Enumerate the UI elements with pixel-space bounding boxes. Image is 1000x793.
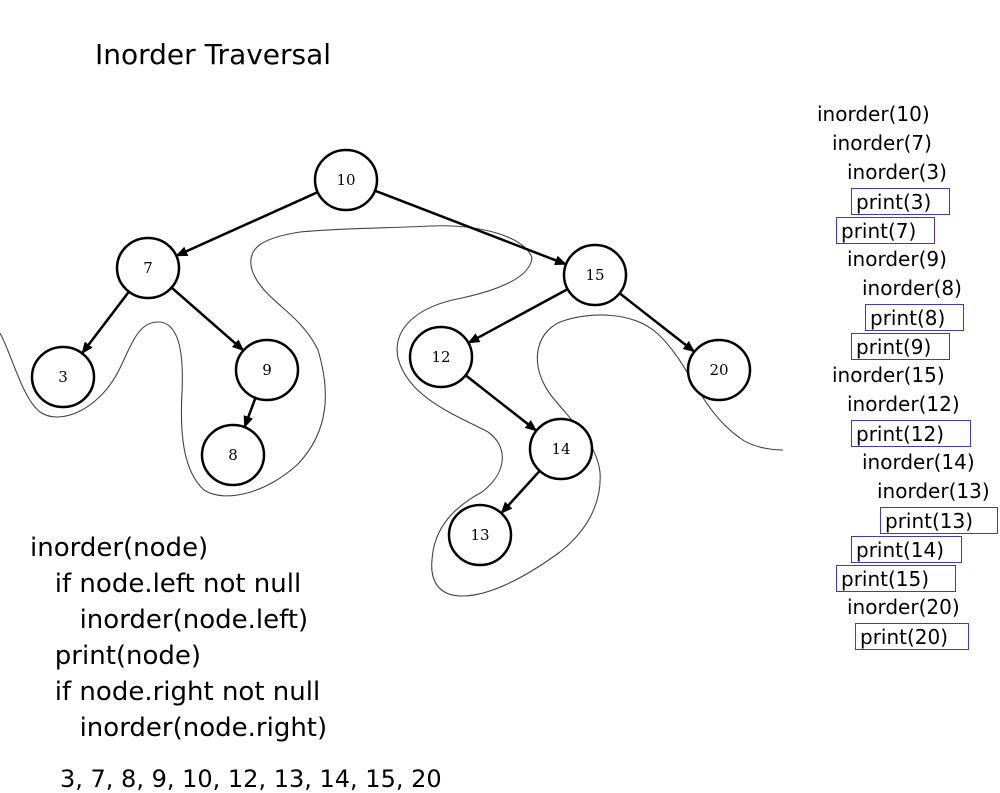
tree-node-15: 15 [562, 243, 628, 307]
node-label: 15 [585, 266, 604, 284]
tree-node-13: 13 [447, 503, 513, 567]
trace-print-step: print(20) [855, 623, 969, 650]
trace-call-step: inorder(10) [817, 102, 930, 126]
trace-call-step: inorder(12) [847, 392, 960, 416]
trace-call-step: inorder(3) [847, 160, 947, 184]
node-label: 8 [228, 446, 238, 464]
trace-print-step: print(3) [851, 188, 950, 215]
node-label: 20 [709, 361, 728, 379]
tree-node-14: 14 [528, 417, 594, 481]
tree-node-12: 12 [408, 325, 474, 389]
node-label: 9 [262, 361, 272, 379]
pseudocode-line: inorder(node.right) [30, 713, 328, 743]
trace-print-step: print(9) [851, 333, 950, 360]
traversal-result: 3, 7, 8, 9, 10, 12, 13, 14, 15, 20 [60, 765, 442, 793]
edge-14-13 [500, 469, 541, 514]
node-circle [447, 503, 513, 567]
trace-call-step: inorder(20) [847, 595, 960, 619]
tree-node-9: 9 [234, 338, 300, 402]
pseudocode-line: if node.right not null [30, 677, 321, 707]
trace-print-step: print(12) [851, 420, 971, 447]
node-circle [200, 423, 266, 487]
pseudocode-line: inorder(node) [30, 533, 209, 563]
traversal-contour [0, 225, 784, 597]
tree-node-20: 20 [686, 338, 752, 402]
edge-12-14 [464, 374, 538, 432]
node-label: 10 [336, 171, 355, 189]
trace-print-step: print(15) [836, 565, 956, 592]
pseudocode-line: inorder(node.left) [30, 605, 309, 635]
trace-call-step: inorder(13) [877, 479, 990, 503]
pseudocode-line: print(node) [30, 641, 202, 671]
node-circle [30, 345, 96, 409]
edge-10-15 [374, 189, 567, 266]
tree-node-10: 10 [313, 148, 379, 212]
node-circle [408, 325, 474, 389]
node-label: 3 [58, 368, 68, 386]
node-circle [313, 148, 379, 212]
trace-print-step: print(13) [880, 507, 998, 534]
edge-10-7 [175, 191, 319, 257]
tree-node-3: 3 [30, 345, 96, 409]
trace-call-step: inorder(8) [862, 276, 962, 300]
node-label: 12 [431, 348, 450, 366]
node-circle [562, 243, 628, 307]
edge-9-8 [243, 397, 257, 429]
node-circle [686, 338, 752, 402]
tree-node-8: 8 [200, 423, 266, 487]
tree-node-7: 7 [115, 236, 181, 300]
pseudocode-block: inorder(node) if node.left not null inor… [30, 530, 327, 746]
edge-7-9 [170, 286, 245, 352]
edge-7-3 [81, 290, 130, 355]
trace-print-step: print(14) [851, 536, 962, 563]
trace-call-step: inorder(9) [847, 247, 947, 271]
node-circle [234, 338, 300, 402]
diagram-title: Inorder Traversal [95, 38, 332, 71]
trace-print-step: print(8) [865, 304, 964, 331]
trace-call-step: inorder(15) [832, 363, 945, 387]
trace-call-step: inorder(7) [832, 131, 932, 155]
node-label: 13 [470, 526, 489, 544]
edge-15-12 [467, 288, 569, 344]
edge-15-20 [618, 292, 696, 353]
trace-call-step: inorder(14) [862, 450, 975, 474]
node-circle [528, 417, 594, 481]
trace-print-step: print(7) [836, 217, 935, 244]
node-label: 7 [143, 259, 153, 277]
pseudocode-line: if node.left not null [30, 569, 302, 599]
node-label: 14 [551, 440, 570, 458]
node-circle [115, 236, 181, 300]
call-trace: inorder(10)inorder(7)inorder(3)print(3)p… [817, 102, 998, 650]
